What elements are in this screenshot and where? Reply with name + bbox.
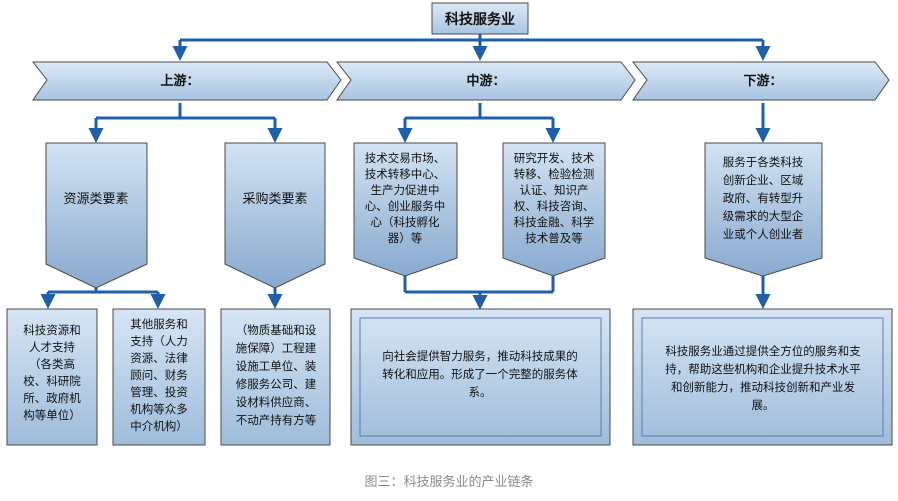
downstream-text-line: 政府、有转型升: [723, 191, 804, 205]
mid-right-text: 研究开发、技术转移、检验检测认证、知识产权、科技咨询、科技金融、科学技术普及等: [514, 151, 595, 245]
downstream-node: 服务于各类科技创新企业、区域政府、有转型升级需求的大型企业或个人创业者: [704, 142, 823, 277]
down-summary-text-line: 持，帮助这些机构和企业提升技术水平: [665, 362, 861, 376]
downstream-text: 服务于各类科技创新企业、区域政府、有转型升级需求的大型企业或个人创业者: [723, 155, 804, 241]
downstream-text-line: 级需求的大型企: [723, 209, 804, 223]
resource-child-1-text-line: 构等单位）: [23, 408, 81, 422]
banner-upstream-label: 上游：: [160, 73, 199, 89]
root-node: 科技服务业: [431, 2, 529, 35]
procurement-element-node: 采购类要素: [224, 142, 326, 289]
mid-right-node: 研究开发、技术转移、检验检测认证、知识产权、科技咨询、科技金融、科学技术普及等: [502, 142, 606, 277]
procurement-child-text-line: 修服务公司、建: [236, 377, 317, 391]
resource-element-label: 资源类要素: [63, 192, 128, 207]
procurement-child-box: （物质基础和设施保障）工程建设施工单位、装修服务公司、建设材料供应商、不动产持有…: [220, 308, 331, 446]
resource-child-1-text-line: 科技资源和: [23, 323, 81, 337]
figure-caption: 图三：科技服务业的产业链条: [364, 475, 534, 490]
banner-downstream-label: 下游：: [743, 73, 782, 89]
mid-right-text-line: 转移、检验检测: [514, 167, 595, 181]
downstream-text-line: 业或个人创业者: [723, 227, 804, 241]
resource-child-2-text-line: 资源、法律: [130, 351, 188, 365]
mid-summary-box: 向社会提供智力服务，推动科技成果的转化和应用。形成了一个完整的服务体系。: [350, 308, 611, 446]
procurement-child-text: （物质基础和设施保障）工程建设施工单位、装修服务公司、建设材料供应商、不动产持有…: [236, 323, 317, 427]
resource-child-2-text-line: 顾问、财务: [130, 368, 188, 382]
resource-child-2-text-line: 机构等众多: [130, 402, 188, 416]
resource-child-1-box: 科技资源和人才支持 （各类高校、科研院所、政府机构等单位）: [6, 308, 98, 446]
resource-child-2-text: 其他服务和支持（人力资源、法律顾问、财务管理、投资机构等众多中介机构）: [130, 317, 188, 433]
downstream-text-line: 服务于各类科技: [723, 155, 804, 169]
procurement-child-text-line: 不动产持有方等: [236, 413, 317, 427]
resource-child-2-box: 其他服务和支持（人力资源、法律顾问、财务管理、投资机构等众多中介机构）: [112, 308, 206, 446]
resource-child-2-text-line: 其他服务和: [130, 317, 188, 331]
mid-right-text-line: 研究开发、技术: [514, 151, 595, 165]
root-label: 科技服务业: [445, 11, 515, 28]
banner-downstream: 下游：: [631, 61, 890, 101]
mid-summary-text-line: 转化和应用。形成了一个完整的服务体: [382, 367, 578, 381]
down-summary-text-line: 科技服务业通过提供全方位的服务和支: [665, 344, 861, 358]
procurement-child-text-line: 设施工单位、装: [236, 359, 317, 373]
procurement-child-text-line: 设材料供应商、: [236, 395, 317, 409]
down-summary-box: 科技服务业通过提供全方位的服务和支持，帮助这些机构和企业提升技术水平和创新能力，…: [632, 308, 893, 446]
procurement-element-label: 采购类要素: [242, 191, 307, 207]
resource-child-2-text-line: 支持（人力: [130, 334, 188, 348]
mid-left-text-line: 器）等: [388, 231, 423, 245]
resource-child-2-text-line: 中介机构）: [130, 419, 188, 433]
mid-left-node: 技术交易市场、技术转移中心、生产力促进中心、创业服务中心（科技孵化器）等: [353, 142, 458, 277]
banner-midstream-label: 中游：: [466, 73, 505, 89]
procurement-child-text-line: 施保障）工程建: [236, 341, 317, 355]
resource-child-2-text-line: 管理、投资: [130, 385, 188, 399]
mid-right-text-line: 技术普及等: [525, 231, 583, 245]
mid-left-text: 技术交易市场、技术转移中心、生产力促进中心、创业服务中心（科技孵化器）等: [365, 151, 446, 245]
procurement-child-text-line: （物质基础和设: [236, 323, 317, 337]
resource-child-1-text: 科技资源和人才支持 （各类高校、科研院所、政府机构等单位）: [23, 323, 81, 422]
down-summary-text-line: 和创新能力，推动科技创新和产业发: [671, 380, 855, 394]
resource-child-1-text-line: 所、政府机: [23, 391, 81, 405]
connector-lines: [40, 34, 771, 310]
mid-left-text-line: 心、创业服务中: [365, 199, 446, 213]
mid-right-text-line: 科技金融、科学: [514, 215, 595, 229]
downstream-text-line: 创新企业、区域: [723, 173, 804, 187]
mid-right-text-line: 权、科技咨询、: [514, 199, 595, 213]
resource-child-1-text-line: 校、科研院: [23, 374, 81, 388]
resource-child-1-text-line: （各类高: [29, 357, 75, 371]
mid-left-text-line: 技术转移中心、: [365, 167, 446, 181]
mid-left-text-line: 生产力促进中: [371, 183, 440, 197]
banner-upstream: 上游：: [31, 61, 342, 101]
down-summary-text-line: 展。: [752, 398, 775, 412]
banner-midstream: 中游：: [335, 61, 636, 101]
mid-left-text-line: 技术交易市场、: [365, 151, 446, 165]
mid-summary-text-line: 系。: [469, 385, 492, 399]
resource-element-node: 资源类要素: [45, 142, 148, 289]
down-summary-text: 科技服务业通过提供全方位的服务和支持，帮助这些机构和企业提升技术水平和创新能力，…: [665, 344, 861, 412]
mid-summary-text: 向社会提供智力服务，推动科技成果的转化和应用。形成了一个完整的服务体系。: [382, 349, 578, 399]
mid-right-text-line: 认证、知识产: [520, 183, 589, 197]
mid-summary-text-line: 向社会提供智力服务，推动科技成果的: [382, 349, 578, 363]
resource-child-1-text-line: 人才支持: [29, 340, 75, 354]
mid-left-text-line: 心（科技孵化: [371, 215, 440, 229]
